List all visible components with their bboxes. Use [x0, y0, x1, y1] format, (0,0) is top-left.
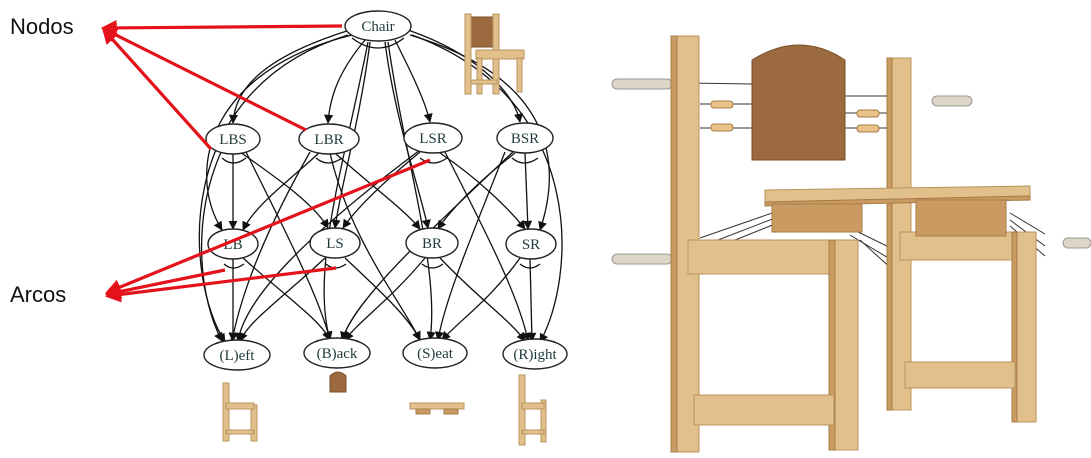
node-right-label: (R)ight [513, 347, 557, 363]
arrow-nodos-lbs [101, 27, 213, 151]
chair-thumbnail-seat [409, 402, 465, 415]
graph-edges [198, 29, 563, 343]
arrow-arcos-2 [104, 268, 226, 300]
node-back [303, 337, 371, 369]
node-bsr-label: BSR [511, 131, 539, 147]
arcos-label: Arcos [10, 282, 66, 307]
node-lsr-label: LSR [419, 131, 447, 147]
node-seat-label: (S)eat [417, 346, 454, 362]
node-lbr-label: LBR [314, 132, 343, 148]
arrow-arcos-3 [104, 266, 337, 303]
node-br [405, 227, 459, 259]
exploded-chair-illustration [611, 35, 1091, 453]
node-right [502, 338, 568, 370]
graph-nodes: Chair LBS LBR LSR BSR LB LS BR SR (L)eft… [203, 10, 568, 371]
node-sr [505, 228, 557, 260]
arrow-arcos-1 [105, 158, 431, 295]
chair-thumbnail-full [464, 13, 525, 95]
arrow-nodos-lbr [101, 27, 307, 132]
node-back-label: (B)ack [317, 346, 358, 362]
node-lbs-label: LBS [219, 132, 247, 148]
node-left-label: (L)eft [220, 348, 256, 364]
node-left [203, 339, 271, 371]
nodos-label: Nodos [10, 14, 74, 39]
node-sr-label: SR [522, 237, 540, 253]
and-arcs [221, 37, 541, 269]
node-ls-label: LS [326, 236, 344, 252]
node-chair-label: Chair [361, 19, 394, 35]
node-chair [344, 10, 412, 42]
node-seat [402, 337, 468, 369]
chair-thumbnail-right [518, 374, 547, 446]
chair-thumbnail-back [329, 371, 347, 393]
node-lbs [205, 123, 261, 155]
node-lbr [298, 123, 360, 155]
annotation-arrows [100, 19, 431, 303]
arrow-nodos-chair [100, 19, 343, 36]
node-bsr [496, 122, 554, 154]
node-br-label: BR [422, 236, 442, 252]
node-ls [309, 227, 361, 259]
chair-thumbnail-left [222, 382, 258, 442]
node-lsr [403, 122, 463, 154]
